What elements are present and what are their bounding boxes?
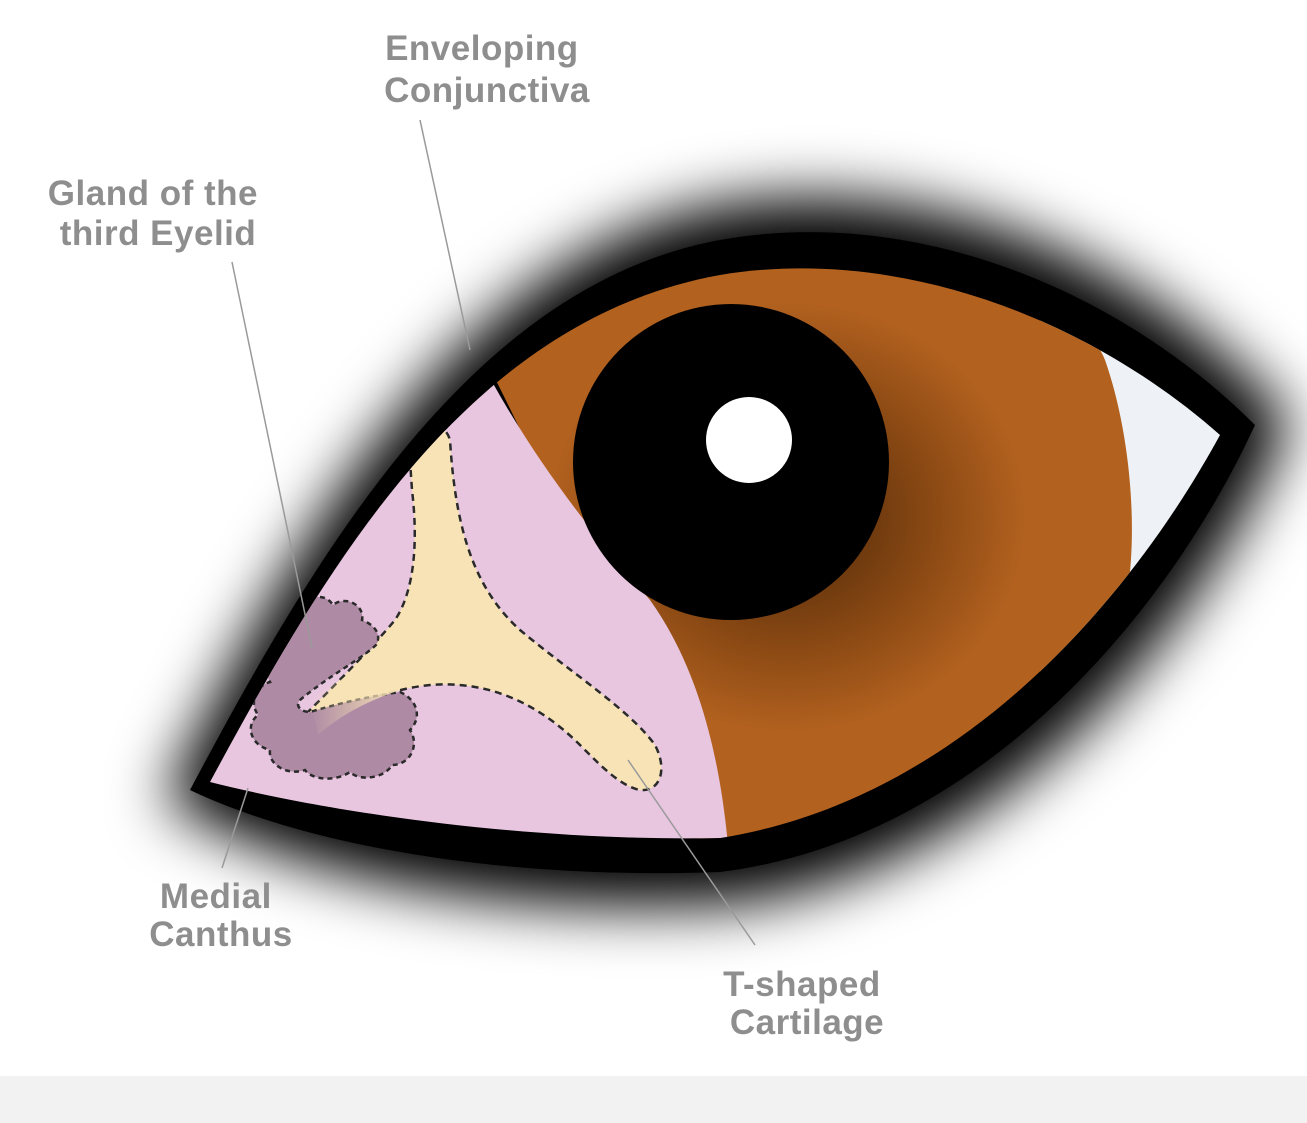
- leader-medial-canthus: [221, 787, 249, 869]
- bottom-band: [0, 1076, 1307, 1123]
- label-gland-third-eyelid: Gland of the third Eyelid: [48, 174, 268, 253]
- label-medial-canthus: Medial Canthus: [149, 877, 293, 954]
- leader-lines: [221, 119, 756, 946]
- t-shaped-cartilage: [295, 423, 663, 792]
- gland-third-eyelid: [249, 595, 419, 780]
- leader-enveloping-conjunctiva: [419, 119, 471, 351]
- gland-cartilage-blend: [310, 640, 400, 735]
- pupil-highlight: [706, 397, 792, 483]
- label-enveloping-conjunctiva: Enveloping Conjunctiva: [384, 29, 590, 110]
- leader-gland-third-eyelid: [231, 261, 313, 649]
- label-t-shaped-cartilage: T-shaped Cartilage: [723, 965, 891, 1042]
- leader-t-shaped-cartilage: [627, 759, 756, 946]
